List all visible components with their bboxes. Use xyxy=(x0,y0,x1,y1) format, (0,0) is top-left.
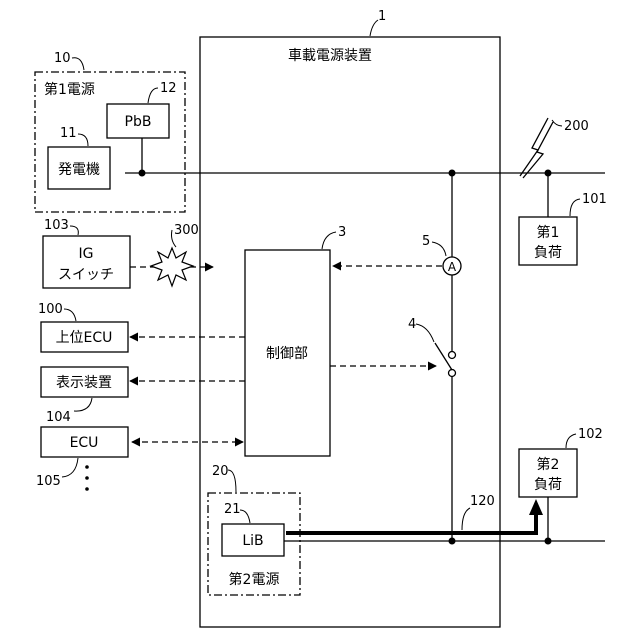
load1-line2: 負荷 xyxy=(534,245,562,261)
ellipsis-dot xyxy=(85,465,89,469)
display-label: 表示装置 xyxy=(56,375,112,391)
controller-leader xyxy=(322,232,336,249)
path-leader xyxy=(462,508,470,530)
upper-ecu-label: 上位ECU xyxy=(56,330,113,346)
device-leader xyxy=(370,20,378,36)
pbb-number: 12 xyxy=(160,81,177,96)
upper-ecu-leader xyxy=(64,309,76,321)
surge-lightning-icon xyxy=(520,118,548,176)
load2-number: 102 xyxy=(578,427,603,442)
controller-number: 3 xyxy=(338,225,346,240)
first-power-number: 10 xyxy=(54,51,71,66)
ammeter-leader xyxy=(432,242,446,256)
heavy-current-path xyxy=(286,513,536,533)
upper-ecu-number: 100 xyxy=(38,302,63,317)
load2-line1: 第2 xyxy=(537,456,560,473)
lib-label: LiB xyxy=(242,533,263,549)
display-leader xyxy=(74,398,92,411)
switch-leader xyxy=(416,324,434,342)
surge-number: 200 xyxy=(564,119,589,134)
ecu-label: ECU xyxy=(70,435,99,451)
switch-contact-bottom xyxy=(449,370,456,377)
load1-number: 101 xyxy=(582,192,607,207)
first-power-leader xyxy=(72,58,84,70)
ecu-leader xyxy=(62,458,78,477)
first-power-label: 第1電源 xyxy=(44,81,95,98)
second-power-number: 20 xyxy=(212,464,229,479)
device-number: 1 xyxy=(378,9,386,24)
ig-switch-number: 103 xyxy=(44,218,69,233)
load1-leader xyxy=(570,199,580,216)
generator-label: 発電機 xyxy=(58,162,100,178)
ellipsis-dot xyxy=(85,487,89,491)
ig-switch-line2: スイッチ xyxy=(58,267,114,283)
load2-leader xyxy=(566,434,576,448)
junction-bottom xyxy=(449,538,456,545)
lib-leader xyxy=(240,510,250,523)
pbb-label: PbB xyxy=(125,114,152,130)
display-number: 104 xyxy=(46,410,71,425)
noise-number: 300 xyxy=(174,223,199,238)
load1-line1: 第1 xyxy=(537,224,560,241)
generator-number: 11 xyxy=(60,126,77,141)
switch-contact-top xyxy=(449,352,456,359)
noise-burst-icon xyxy=(151,248,193,286)
ellipsis-dot xyxy=(85,476,89,480)
ig-switch-leader xyxy=(70,226,78,235)
load2-line2: 負荷 xyxy=(534,477,562,493)
switch-number: 4 xyxy=(408,317,416,332)
lib-number: 21 xyxy=(224,502,241,517)
path-number: 120 xyxy=(470,494,495,509)
second-power-leader xyxy=(228,470,236,492)
surge-leader xyxy=(552,120,562,126)
controller-label: 制御部 xyxy=(266,346,308,362)
ig-switch-line1: IG xyxy=(79,246,94,262)
ammeter-number: 5 xyxy=(422,234,430,249)
heavy-current-arrowhead xyxy=(529,499,543,515)
device-label: 車載電源装置 xyxy=(288,47,372,64)
pbb-leader xyxy=(148,88,158,103)
ammeter-symbol: A xyxy=(448,260,457,274)
generator-leader xyxy=(78,134,88,146)
ecu-number: 105 xyxy=(36,474,61,489)
second-power-label: 第2電源 xyxy=(229,571,280,588)
